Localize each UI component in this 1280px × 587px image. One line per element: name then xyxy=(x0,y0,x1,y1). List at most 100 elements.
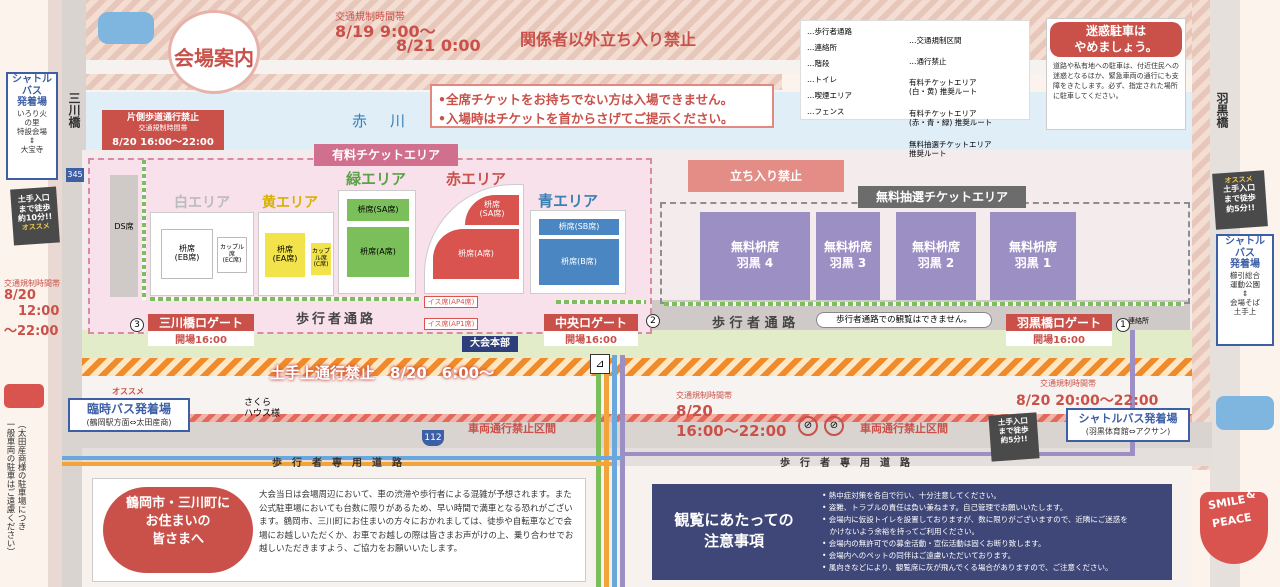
free-block-haguro-3: 無料枡席 羽黒 3 xyxy=(816,212,880,300)
route-line-right-purple-h xyxy=(622,452,1134,456)
vertical-parking-note: （太田産商様の駐車場につき 一般車両の駐車はご遠慮ください） xyxy=(5,420,27,556)
left-reg-date: 8/20 xyxy=(4,288,36,303)
top-no-entry: 関係者以外立ち入り禁止 xyxy=(520,30,697,49)
no-viewing-note: 歩行者通路での観覧はできません。 xyxy=(816,312,992,328)
car-ban-icon: ⊘ xyxy=(824,416,844,436)
route-line-lower-blue xyxy=(62,456,622,460)
right-reg-label: 交通規制時間帯 xyxy=(1040,379,1096,388)
legend-item: …フェンス xyxy=(807,107,845,116)
green-seat-a: 枡席(A席) xyxy=(347,227,409,277)
legend-item: …歩行者通路 xyxy=(807,27,852,36)
legend-item: 無料抽選チケットエリア 推奨ルート xyxy=(909,140,992,158)
route-line-orange xyxy=(604,355,609,587)
river-label: 赤 川 xyxy=(352,112,410,130)
recommend-left-text: 土手入口 まで徒歩 約10分!! xyxy=(17,192,53,224)
top-reg-start: 8/19 9:00～ xyxy=(335,22,436,41)
yellow-seat-c: カップル席 (C席) xyxy=(311,243,331,275)
route-line-blue xyxy=(612,355,617,587)
white-area-label: 白エリア xyxy=(174,195,230,211)
one-side-ban: 片側歩道通行禁止 交通規制時間帯 8/20 16:00～22:00 xyxy=(102,110,224,150)
cautions-list: • 熱中症対策を各自で行い、十分注意してください。 • 盗難、トラブルの責任は負… xyxy=(822,490,1168,574)
free-block-haguro-4: 無料枡席 羽黒 4 xyxy=(700,212,810,300)
caution-item: • 会場内の無許可での募金活動・宣伝活動は固くお断り致します。 xyxy=(822,539,1046,548)
shuttle-bottom: シャトルバス発着場 (羽黒体育館⇔アクサン) xyxy=(1066,408,1190,442)
ticket-notice-banner: •全席チケットをお持ちでない方は入場できません。 •入場時はチケットを首からさげ… xyxy=(430,84,774,128)
recommend-right: オススメ 土手入口 まで徒歩 約5分!! xyxy=(1212,170,1268,230)
red-chair-ap1: イス席(AP1席) xyxy=(424,318,478,330)
bridge-left-label: 三川橋 xyxy=(67,92,81,128)
shuttle-right-desc: 櫛引総合 運動公園 ⇕ 会場そば 土手上 xyxy=(1230,270,1260,316)
mid-reg-label: 交通規制時間帯 xyxy=(676,391,732,400)
gate-center: 中央ロゲート 開場16:00 xyxy=(544,314,638,346)
route-line-purple xyxy=(620,355,625,587)
bus-icon-top xyxy=(98,12,154,44)
recommend-right-text: 土手入口 まで徒歩 約5分!! xyxy=(1222,183,1257,214)
walkway-label-left: 歩行者通路 xyxy=(296,312,377,327)
yellow-area-label: 黄エリア xyxy=(262,195,318,211)
left-reg-start: 12:00 xyxy=(18,304,60,319)
lower-road xyxy=(82,376,1192,414)
legend-item: 有料チケットエリア (赤・青・緑) 推奨ルート xyxy=(909,109,993,127)
red-seat-sa: 枡席 (SA席) xyxy=(465,195,519,225)
stairs-icon: ⊿ xyxy=(590,354,610,374)
smile-peace-logo: SMILE & PEACE xyxy=(1194,482,1274,578)
legend-item: …喫煙エリア xyxy=(807,91,852,100)
bus-icon-left xyxy=(4,384,44,408)
lower-road-hatch xyxy=(82,414,1192,422)
shuttle-left: シャトル バス 発着場 いろり火 の里 特設会場 ⇕ 大宝寺 xyxy=(6,72,58,180)
top-reg-end: 8/21 0:00 xyxy=(396,36,481,55)
notice-line-2: •入場時はチケットを首からさげてご提示ください。 xyxy=(438,111,734,126)
walkway-label-right: 歩 行 者 通 路 xyxy=(712,316,796,331)
one-side-label: 交通規制時間帯 xyxy=(138,124,188,132)
ds-label: DS席 xyxy=(114,222,134,231)
green-area-label: 緑エリア xyxy=(346,170,407,188)
caution-item: かけないよう余裕を持ってご利用ください。 xyxy=(822,527,979,536)
smile-amp: & xyxy=(1246,488,1256,501)
parking-body: 道路や私有地への駐車は、付近住民への迷惑となるほか、緊急車両の通行にも支障をきた… xyxy=(1053,62,1179,100)
gate-mikawa-num: 3 xyxy=(130,318,144,332)
notice-line-1: •全席チケットをお持ちでない方は入場できません。 xyxy=(438,92,734,107)
gate-center-time: 開場16:00 xyxy=(544,331,638,346)
temp-bus-title: 臨時バス発着場 xyxy=(86,402,171,416)
legend-item: …交通規制区間 xyxy=(909,36,962,45)
legend-item: …連絡所 xyxy=(807,43,837,52)
legend-col-2: …交通規制区間 …通行禁止 有料チケットエリア (白・黄) 推奨ルート 有料チケ… xyxy=(909,27,1027,171)
free-block-haguro-1: 無料枡席 羽黒 1 xyxy=(990,212,1076,300)
mid-reg-time: 16:00～22:00 xyxy=(676,422,787,440)
gate-haguro-name: 羽黒橋ロゲート xyxy=(1016,316,1101,330)
bicycle-ban-icon: ⊘ xyxy=(798,416,818,436)
gate-center-name: 中央ロゲート xyxy=(554,316,627,330)
mid-reg-date: 8/20 xyxy=(676,402,713,420)
shuttle-right: シャトル バス 発着場 櫛引総合 運動公園 ⇕ 会場そば 土手上 xyxy=(1216,234,1274,346)
vehicle-ban-2: 車両通行禁止区間 xyxy=(860,422,948,435)
no-entry-mid: 立ち入り禁止 xyxy=(688,160,844,192)
free-block-haguro-2: 無料枡席 羽黒 2 xyxy=(896,212,976,300)
temp-bus-desc: (鶴岡駅方面⇔太田産商) xyxy=(86,418,172,427)
route-line-right-purple xyxy=(1130,330,1135,456)
yellow-seat-ea: 枡席 (EA席) xyxy=(265,233,305,277)
legend-item: 有料チケットエリア (白・黄) 推奨ルート xyxy=(909,78,978,96)
bridge-right-label: 羽黒橋 xyxy=(1215,92,1229,128)
yellow-area: 枡席 (EA席) カップル席 (C席) xyxy=(258,212,334,296)
gate-haguro-time: 開場16:00 xyxy=(1006,331,1112,346)
caution-item: • 盗難、トラブルの責任は負い兼ねます。自己管理でお願いいたします。 xyxy=(822,503,1068,512)
caution-item: • 風向きなどにより、観覧席に灰が飛んでくる場合がありますので、ご注意ください。 xyxy=(822,563,1113,572)
top-reg-label: 交通規制時間帯 xyxy=(335,12,405,23)
red-seat-a: 枡席(A席) xyxy=(433,229,519,279)
gate-haguro: 羽黒橋ロゲート 開場16:00 xyxy=(1006,314,1112,346)
ped-only-1: 歩 行 者 専 用 道 路 xyxy=(272,458,402,469)
blue-area: 枡席(SB席) 枡席(B席) xyxy=(530,210,626,294)
one-side-time: 8/20 16:00～22:00 xyxy=(112,137,214,148)
white-area: 枡席 (EB席) カップル席 (EC席) xyxy=(150,212,254,296)
blue-seat-b: 枡席(B席) xyxy=(539,239,619,285)
bus-icon-right xyxy=(1216,396,1274,430)
paid-area-title: 有料チケットエリア xyxy=(314,144,458,166)
dote-ban-stripe xyxy=(82,358,1192,376)
one-side-title: 片側歩道通行禁止 xyxy=(126,113,199,123)
recommend-bottom-text: 土手入口 まで徒歩 約5分!! xyxy=(997,416,1029,445)
caution-item: • 熱中症対策を各自で行い、十分注意してください。 xyxy=(822,491,1001,500)
gate-mikawa-name: 三川橋ロゲート xyxy=(158,316,243,330)
left-reg-label: 交通規制時間帯 xyxy=(4,279,60,288)
parking-title: 迷惑駐車は やめましょう。 xyxy=(1050,22,1182,58)
contact-label: 連絡所 xyxy=(1128,317,1149,325)
